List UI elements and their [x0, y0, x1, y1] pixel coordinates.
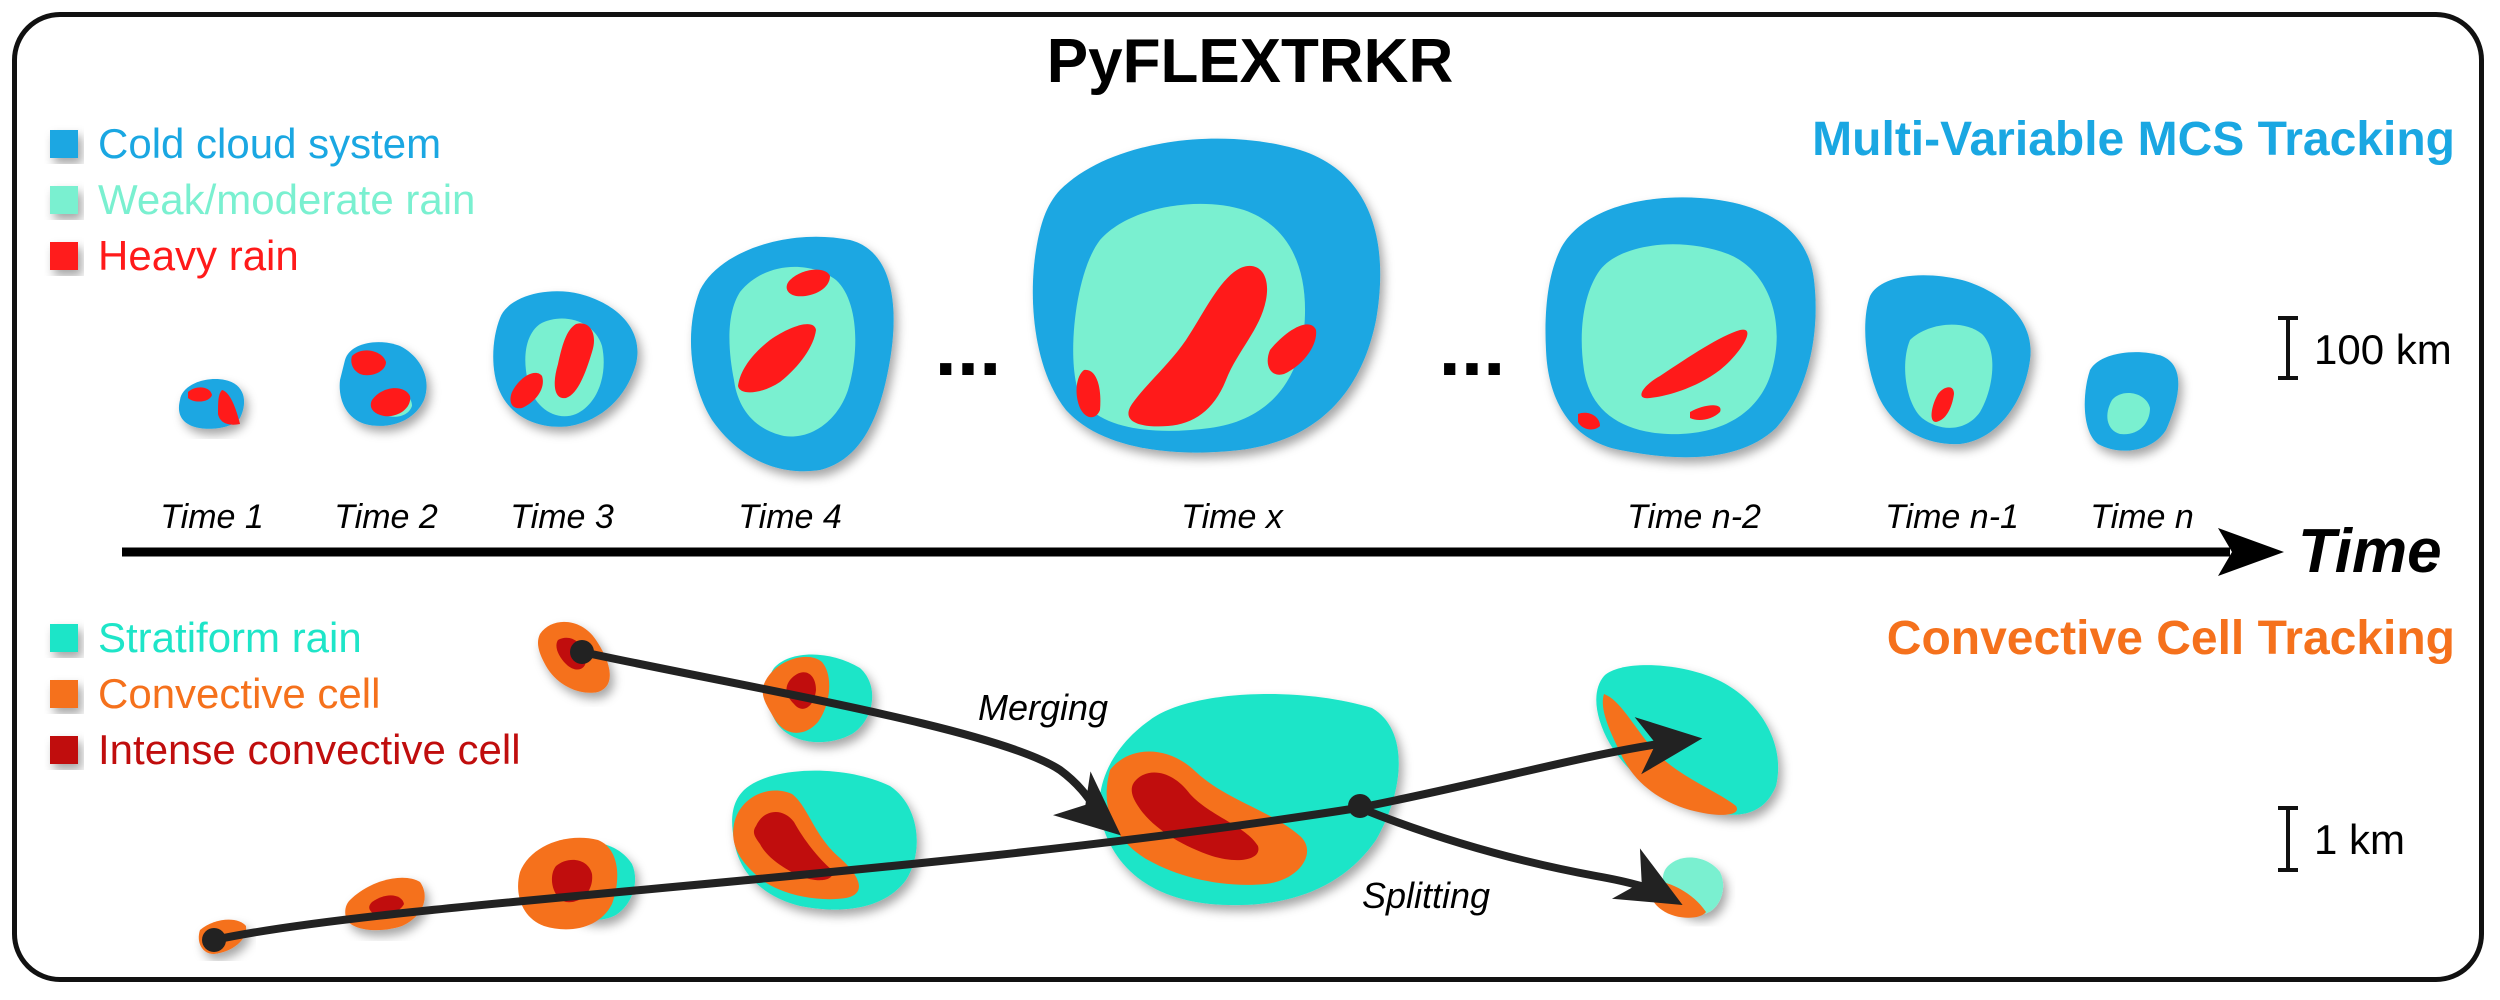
- cell-lower-2: [345, 877, 425, 931]
- legend-item-intense: Intense convective cell: [50, 726, 521, 773]
- time-labels: Time 1 Time 2 Time 3 Time 4 Time x Time …: [160, 498, 2194, 536]
- figure-title: PyFLEXTRKR: [1047, 27, 1453, 96]
- legend-item-convective: Convective cell: [50, 670, 380, 717]
- mcs-scale-label: 100 km: [2314, 326, 2452, 373]
- mcs-system-time-x: [1032, 138, 1381, 453]
- track-start-dot-upper: [570, 640, 594, 664]
- cell-lower-4: [732, 770, 917, 910]
- time-axis-arrow: [122, 528, 2284, 576]
- track-main-arrow: [213, 717, 1703, 944]
- mcs-system-time-3: [493, 291, 638, 427]
- time-label-n-2: Time n-2: [1627, 498, 1761, 536]
- mcs-system-time-n-2: [1545, 197, 1816, 458]
- time-label-2: Time 2: [334, 498, 438, 536]
- cell-merged: [1099, 694, 1399, 906]
- track-split-arrow: [1358, 804, 1683, 905]
- legend-item-heavy-rain: Heavy rain: [50, 232, 299, 279]
- legend-label-weak-rain: Weak/moderate rain: [98, 176, 475, 223]
- mcs-heading: Multi-Variable MCS Tracking: [1812, 113, 2455, 166]
- cell-tracks: [202, 640, 1703, 952]
- convective-swatch-icon: [50, 680, 78, 708]
- mcs-system-time-2: [339, 342, 427, 426]
- intense-swatch-icon: [50, 736, 78, 764]
- time-label-4: Time 4: [738, 498, 842, 536]
- figure-frame: [12, 12, 2484, 982]
- mcs-scale-bar: 100 km: [2278, 316, 2452, 380]
- time-label-1: Time 1: [160, 498, 264, 536]
- mcs-ellipsis-1: ...: [935, 303, 1002, 392]
- splitting-label: Splitting: [1362, 875, 1490, 916]
- legend-label-stratiform: Stratiform rain: [98, 614, 362, 661]
- heavy-rain-swatch-icon: [50, 242, 78, 270]
- track-start-dot-lower: [202, 928, 226, 952]
- cell-split-small: [1649, 857, 1724, 918]
- legend-item-weak-rain: Weak/moderate rain: [50, 176, 475, 223]
- time-axis-label: Time: [2298, 517, 2442, 586]
- time-label-x: Time x: [1181, 498, 1284, 536]
- mcs-legend: Cold cloud system Weak/moderate rain Hea…: [50, 120, 475, 279]
- time-label-3: Time 3: [510, 498, 614, 536]
- mcs-system-time-n-1: [1865, 275, 2031, 445]
- legend-label-cold-cloud: Cold cloud system: [98, 120, 441, 167]
- weak-rain-swatch-icon: [50, 186, 78, 214]
- time-label-n: Time n: [2090, 498, 2194, 536]
- legend-item-stratiform: Stratiform rain: [50, 614, 362, 661]
- time-label-n-1: Time n-1: [1885, 498, 2019, 536]
- stratiform-swatch-icon: [50, 624, 78, 652]
- legend-label-convective: Convective cell: [98, 670, 380, 717]
- cold-cloud-swatch-icon: [50, 130, 78, 158]
- cell-legend: Stratiform rain Convective cell Intense …: [50, 614, 521, 773]
- mcs-system-time-n: [2084, 352, 2179, 451]
- split-point-dot: [1348, 794, 1372, 818]
- track-merge-arrow: [581, 648, 1121, 836]
- cell-heading: Convective Cell Tracking: [1887, 612, 2455, 665]
- merging-label: Merging: [978, 687, 1108, 728]
- cell-lower-3: [518, 837, 636, 930]
- legend-item-cold-cloud: Cold cloud system: [50, 120, 441, 167]
- mcs-system-time-1: [178, 379, 245, 429]
- mcs-ellipsis-2: ...: [1439, 303, 1506, 392]
- legend-label-intense: Intense convective cell: [98, 726, 521, 773]
- cell-scale-bar: 1 km: [2278, 806, 2405, 872]
- legend-label-heavy-rain: Heavy rain: [98, 232, 299, 279]
- cell-scale-label: 1 km: [2314, 816, 2405, 863]
- mcs-system-time-4: [690, 236, 894, 472]
